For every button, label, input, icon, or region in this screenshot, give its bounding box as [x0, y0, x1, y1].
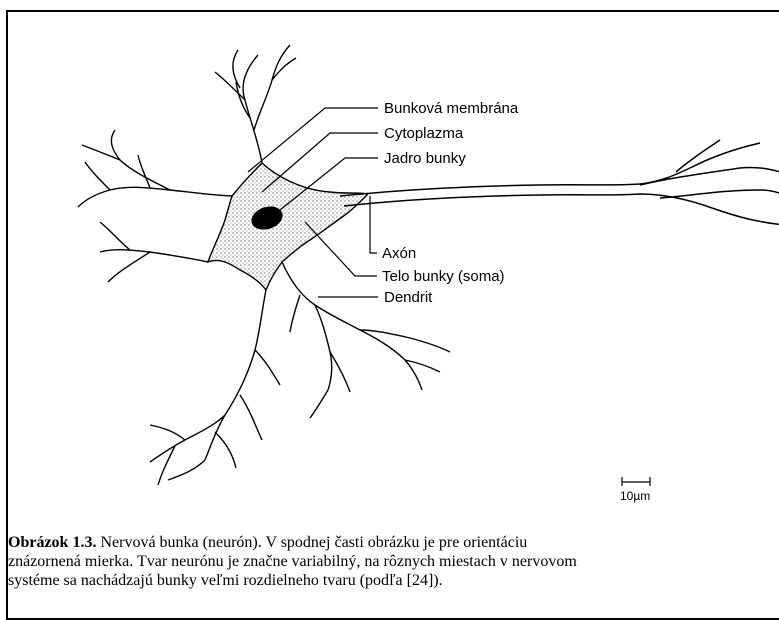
- label-soma: Telo bunky (soma): [382, 268, 505, 285]
- caption-line-3: systéme sa nachádzajú bunky veľmi rozdie…: [8, 571, 779, 590]
- label-nucleus: Jadro bunky: [384, 150, 466, 167]
- caption-prefix: Obrázok 1.3.: [8, 534, 96, 551]
- figure-caption: Obrázok 1.3. Nervová bunka (neurón). V s…: [8, 533, 779, 590]
- scale-bar: [622, 477, 650, 486]
- caption-line-1: Nervová bunka (neurón). V spodnej časti …: [96, 534, 527, 551]
- membrane-leader: [248, 108, 378, 172]
- label-cytoplasm: Cytoplazma: [384, 125, 464, 142]
- axon-leader: [370, 196, 377, 253]
- label-axon: Axón: [382, 245, 416, 262]
- label-membrane: Bunková membrána: [384, 100, 519, 117]
- label-dendrite: Dendrit: [384, 289, 433, 306]
- soma: [208, 163, 368, 290]
- scale-label: 10µm: [620, 489, 650, 503]
- caption-line-2: znázornená mierka. Tvar neurónu je značn…: [8, 552, 779, 571]
